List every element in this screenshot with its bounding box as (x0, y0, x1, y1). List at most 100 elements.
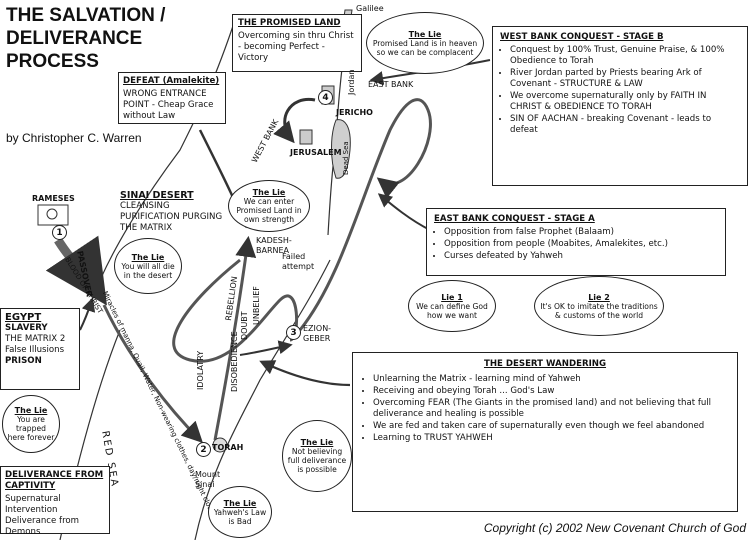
path-sinai-to-kadesh (213, 235, 257, 441)
ezion-geber-label: EZION-GEBER (303, 324, 332, 343)
kadesh-label: KADESH-BARNEA (256, 236, 292, 255)
lie-body: Promised Land is in heaven so we can be … (372, 38, 478, 57)
path-wandering-loop (172, 258, 299, 363)
torah-tablets-icon (212, 437, 228, 453)
failed-attempt-label: Failed attempt (282, 252, 315, 271)
idolatry-label: IDOLATRY (196, 350, 205, 390)
west-bank-item: We overcome supernaturally only by FAITH… (510, 91, 740, 113)
lie-title: Lie 1 (441, 292, 463, 302)
disobedience-label: DISOBEDIENCE (230, 331, 239, 392)
peninsula-outline (194, 259, 331, 540)
lie-body: You are trapped here forever (7, 415, 55, 442)
defeat-body: WRONG ENTRANCE POINT - Cheap Grace witho… (123, 89, 214, 121)
east-bank-item: Curses defeated by Yahweh (444, 251, 718, 262)
stop-4-marker: 4 (318, 90, 333, 105)
egypt-prison: PRISON (5, 356, 42, 366)
lie-2-cloud: Lie 2 It's OK to imitate the traditions … (534, 276, 664, 336)
promised-land-box: THE PROMISED LAND Overcoming sin thru Ch… (232, 14, 362, 72)
sinai-body: CLEANSING PURIFICATION PURGING THE MATRI… (120, 201, 223, 233)
west-bank-heading: WEST BANK CONQUEST - STAGE B (500, 32, 664, 42)
deliverance-heading: DELIVERANCE FROM CAPTIVITY (5, 470, 104, 491)
lie-body: We can define God how we want (416, 301, 488, 320)
copyright-notice: Copyright (c) 2002 New Covenant Church o… (483, 521, 746, 535)
arrow-egypt-box (79, 297, 96, 331)
author-credit: by Christopher C. Warren (6, 131, 142, 145)
west-bank-item: River Jordan parted by Priests bearing A… (510, 68, 740, 90)
path-rameses-to-passover (45, 235, 107, 306)
defeat-heading: DEFEAT (Amalekite) (123, 76, 220, 86)
mount-sinai-label: Mount Sinai (195, 470, 221, 489)
lie-body: Yahweh's Law is Bad (213, 507, 267, 526)
lie-title: The Lie (223, 498, 257, 508)
west-bank-item: SIN OF AACHAN - breaking Covenant - lead… (510, 114, 740, 136)
egypt-matrix: THE MATRIX 2 False Illusions (5, 334, 66, 355)
lie-body: We can enter Promised Land in own streng… (236, 197, 302, 224)
east-bank-item: Opposition from people (Moabites, Amalek… (444, 239, 718, 250)
desert-wandering-item: Unlearning the Matrix - learning mind of… (373, 374, 727, 385)
east-bank-conquest-box: EAST BANK CONQUEST - STAGE A Opposition … (426, 208, 726, 276)
doubt-label: DOUBT (240, 311, 249, 340)
egypt-heading: EGYPT (5, 312, 42, 323)
rameses-label: RAMESES (32, 194, 75, 203)
star-of-david-icon (46, 208, 58, 220)
left-coastline (91, 19, 236, 301)
stop-3-marker: 3 (286, 325, 301, 340)
page-title: THE SALVATION / DELIVERANCE PROCESS (6, 5, 166, 72)
lie-promised-land-cloud: The Lie Promised Land is in heaven so we… (366, 12, 484, 74)
sinai-desert-block: SINAI DESERT CLEANSING PURIFICATION PURG… (120, 190, 225, 234)
lie-title: The Lie (131, 252, 165, 262)
deliverance-body: Supernatural Intervention Deliverance fr… (5, 494, 80, 537)
lie-title: The Lie (408, 29, 442, 39)
lie-full-deliverance-cloud: The Lie Not believing full deliverance i… (282, 420, 352, 492)
desert-wandering-heading: THE DESERT WANDERING (483, 359, 607, 369)
promised-land-body: Overcoming sin thru Christ - becoming Pe… (238, 31, 354, 63)
west-bank-item: Conquest by 100% Trust, Genuine Praise, … (510, 45, 740, 67)
egypt-slavery: SLAVERY (5, 323, 48, 333)
desert-wandering-item: Overcoming FEAR (The Giants in the promi… (373, 398, 727, 420)
desert-wandering-item: We are fed and taken care of supernatura… (373, 421, 727, 432)
lie-title: Lie 2 (588, 292, 610, 302)
dead-sea-label: Dead Sea (342, 141, 350, 175)
lie-egypt-cloud: The Lie You are trapped here forever (2, 395, 60, 453)
lie-law-cloud: The Lie Yahweh's Law is Bad (208, 486, 272, 538)
east-bank-heading: EAST BANK CONQUEST - STAGE A (434, 214, 595, 224)
jerusalem-label: JERUSALEM (290, 148, 342, 157)
lie-title: The Lie (252, 188, 286, 197)
deliverance-box: DELIVERANCE FROM CAPTIVITY Supernatural … (0, 466, 110, 537)
defeat-box: DEFEAT (Amalekite) WRONG ENTRANCE POINT … (118, 72, 226, 124)
arrow-desert-wandering (259, 360, 351, 387)
jericho-label: JERICHO (336, 108, 373, 117)
torah-label: TORAH (212, 443, 244, 452)
stop-2-marker: 2 (196, 442, 211, 457)
unbelief-label: UNBELIEF (252, 286, 261, 325)
lie-kadesh-cloud: The Lie We can enter Promised Land in ow… (228, 180, 310, 232)
galilee-label: Galilee (356, 4, 384, 13)
lie-1-cloud: Lie 1 We can define God how we want (408, 280, 496, 332)
desert-wandering-box: THE DESERT WANDERING Unlearning the Matr… (352, 352, 738, 512)
dead-sea-shape (331, 119, 351, 179)
egypt-box: EGYPT SLAVERY THE MATRIX 2 False Illusio… (0, 308, 80, 390)
east-bank-label: EAST BANK (368, 80, 414, 89)
lie-body: Not believing full deliverance is possib… (287, 447, 347, 474)
path-passover-to-sinai (102, 304, 203, 443)
promised-land-heading: THE PROMISED LAND (238, 18, 341, 28)
path-jericho-to-jerusalem (273, 97, 316, 144)
lie-desert-cloud: The Lie You will all die in the desert (114, 238, 182, 294)
lie-title: The Lie (300, 438, 334, 447)
lie-title: The Lie (14, 406, 48, 415)
sinai-heading: SINAI DESERT (120, 190, 194, 201)
jordan-label: Jordan (347, 69, 356, 95)
arrow-east-bank-box (377, 193, 431, 231)
desert-wandering-item: Receiving and obeying Torah ... God's La… (373, 386, 727, 397)
path-ezion-to-jordan (298, 98, 432, 331)
jerusalem-city-icon (299, 129, 313, 145)
rameses-pyramid-icon (37, 204, 69, 226)
west-bank-conquest-box: WEST BANK CONQUEST - STAGE B Conquest by… (492, 26, 748, 186)
lie-body: It's OK to imitate the traditions & cust… (540, 301, 658, 320)
east-bank-item: Opposition from false Prophet (Balaam) (444, 227, 718, 238)
lie-body: You will all die in the desert (121, 261, 175, 280)
arrow-ezion (239, 340, 293, 356)
desert-wandering-item: Learning to TRUST YAHWEH (373, 433, 727, 444)
stop-1-marker: 1 (52, 225, 67, 240)
